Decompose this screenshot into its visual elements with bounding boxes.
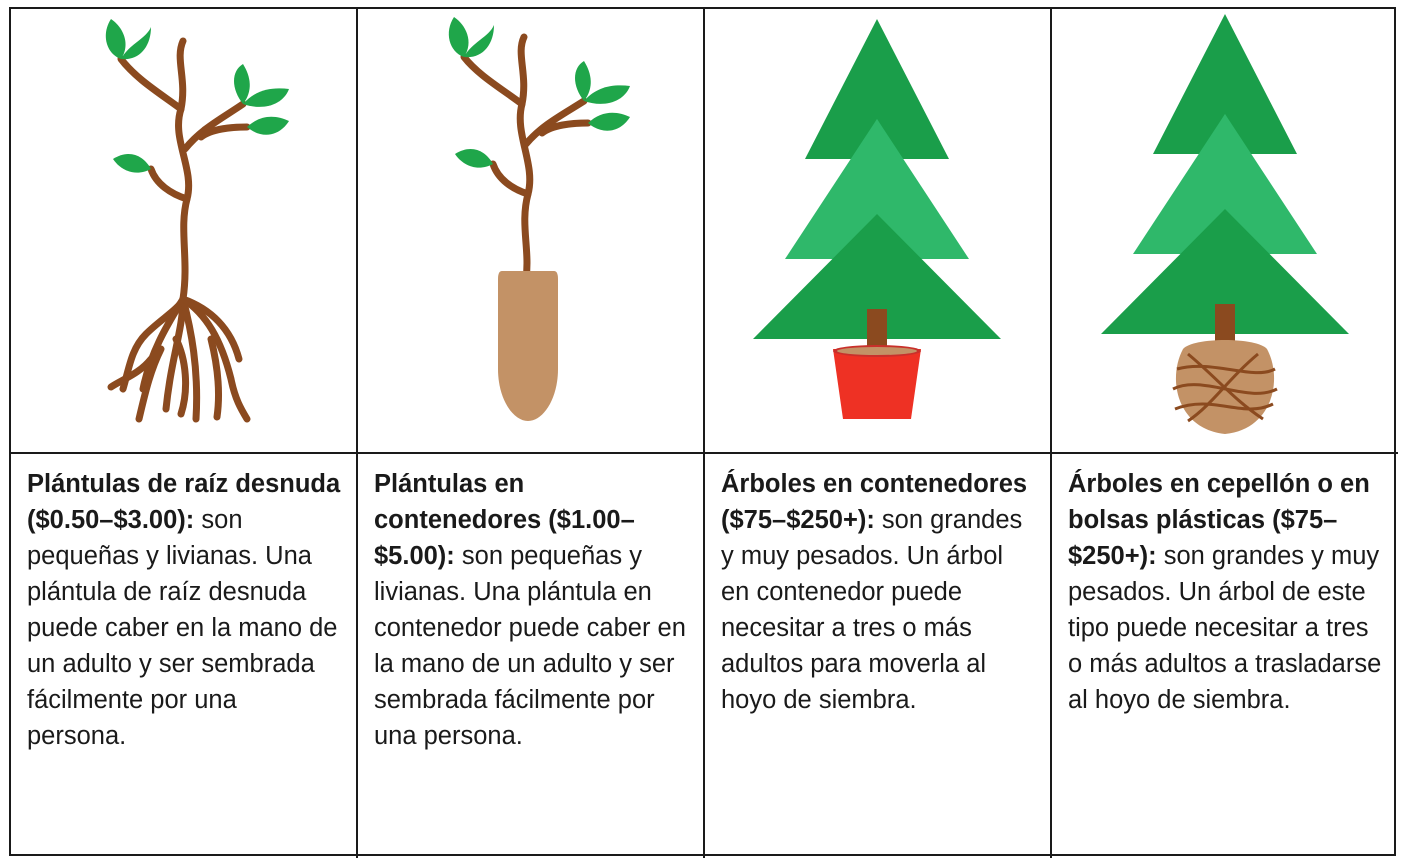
bare-root-seedling-description: Plántulas de raíz desnuda ($0.50–$3.00):… xyxy=(11,454,358,858)
potted-tree-illustration xyxy=(705,9,1052,454)
balled-burlapped-tree-illustration xyxy=(1052,9,1398,454)
balled-burlapped-tree-title: Árboles en cepellón o en bolsas plástica… xyxy=(1068,470,1370,570)
container-seedling-description: Plántulas en contenedores ($1.00–$5.00):… xyxy=(358,454,705,858)
balled-burlapped-tree-icon xyxy=(1101,14,1349,434)
container-seedling-body: son pequeñas y livianas. Una plántula en… xyxy=(374,542,686,750)
potted-tree-body: son grandes y muy pesados. Un árbol en c… xyxy=(721,506,1023,714)
bare-root-seedling-icon xyxy=(105,19,289,423)
bare-root-seedling-title: Plántulas de raíz desnuda ($0.50–$3.00): xyxy=(27,470,341,534)
container-seedling-icon xyxy=(448,17,630,421)
planting-options-table: Plántulas de raíz desnuda ($0.50–$3.00):… xyxy=(9,7,1398,858)
container-seedling-title: Plántulas en contenedores ($1.00–$5.00): xyxy=(374,470,635,570)
potted-tree-description: Árboles en contenedores ($75–$250+): son… xyxy=(705,454,1052,858)
balled-burlapped-tree-body: son grandes y muy pesados. Un árbol de e… xyxy=(1068,542,1382,714)
balled-burlapped-tree-description: Árboles en cepellón o en bolsas plástica… xyxy=(1052,454,1398,858)
bare-root-seedling-body: son pequeñas y livianas. Una plántula de… xyxy=(27,506,338,750)
container-seedling-illustration xyxy=(358,9,705,454)
potted-tree-title: Árboles en contenedores ($75–$250+): xyxy=(721,470,1028,534)
potted-tree-icon xyxy=(753,19,1001,419)
bare-root-seedling-illustration xyxy=(11,9,358,454)
